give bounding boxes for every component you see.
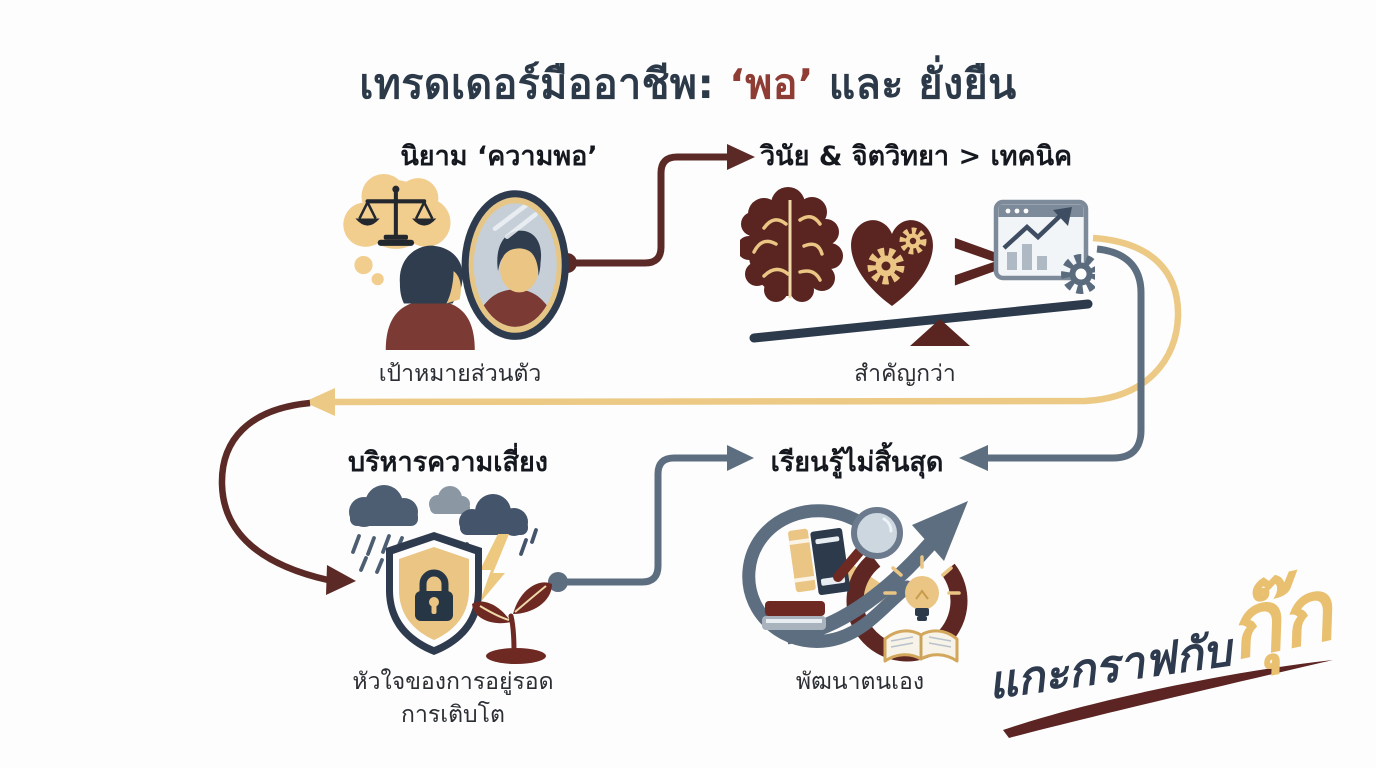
lightbulb-icon: [883, 555, 961, 621]
chart-window-icon: [993, 199, 1095, 294]
caption-define-enough: เป้าหมายส่วนตัว: [378, 361, 542, 387]
heart-gears-icon: [851, 220, 933, 306]
storm-cloud-lightning-icon: [459, 494, 538, 604]
person-mirror-scales-icon: [333, 172, 571, 350]
magnifier-icon: [833, 507, 903, 582]
heading-discipline: วินัย & จิตวิทยา > เทคนิค: [760, 141, 1073, 172]
person-back-icon: [385, 245, 475, 350]
arrow-risk-to-learning-icon: [548, 445, 754, 592]
books-magnifier-growth-bulb-icon: [735, 487, 980, 667]
growth-loop-arrow-icon: [742, 501, 968, 648]
storm-shield-lock-sprout-icon: [330, 474, 570, 666]
heading-define-enough: นิยาม ‘ความพอ’: [400, 141, 598, 172]
seesaw-icon: [749, 299, 1093, 346]
title-suffix: และ ยั่งยืน: [813, 60, 1017, 108]
brain-icon: [740, 187, 843, 302]
shield-lock-icon: [386, 532, 482, 655]
signature-swoosh-icon: [1003, 660, 1333, 738]
caption-risk-line1: หัวใจของการอยู่รอด: [352, 669, 554, 695]
caption-risk: หัวใจของการอยู่รอด การเติบโต: [328, 666, 578, 733]
caption-learning: พัฒนาตนเอง: [795, 669, 925, 695]
heading-learning: เรียนรู้ไม่สิ้นสุด: [770, 447, 944, 478]
brand-signature: แกะกราฟกับ กุ๊ก: [985, 560, 1375, 768]
balance-scales-icon: [355, 185, 437, 246]
small-cloud-icon: [429, 486, 470, 514]
sprout-icon: [472, 582, 552, 664]
open-book-icon: [883, 629, 959, 663]
brain-heart-gears-vs-chart-seesaw-icon: >: [740, 186, 1095, 348]
stacked-books-icon: [762, 601, 826, 630]
caption-risk-line2: การเติบโต: [401, 702, 505, 729]
page-title: เทรดเดอร์มืออาชีพ: ‘พอ’ และ ยั่งยืน: [0, 52, 1376, 117]
title-prefix: เทรดเดอร์มืออาชีพ:: [359, 60, 730, 108]
heading-risk: บริหารความเสี่ยง: [348, 447, 548, 478]
title-highlight: ‘พอ’: [729, 60, 814, 108]
caption-discipline: สำคัญกว่า: [854, 361, 956, 387]
standing-books-icon: [788, 527, 851, 596]
mirror-icon: [461, 190, 569, 340]
